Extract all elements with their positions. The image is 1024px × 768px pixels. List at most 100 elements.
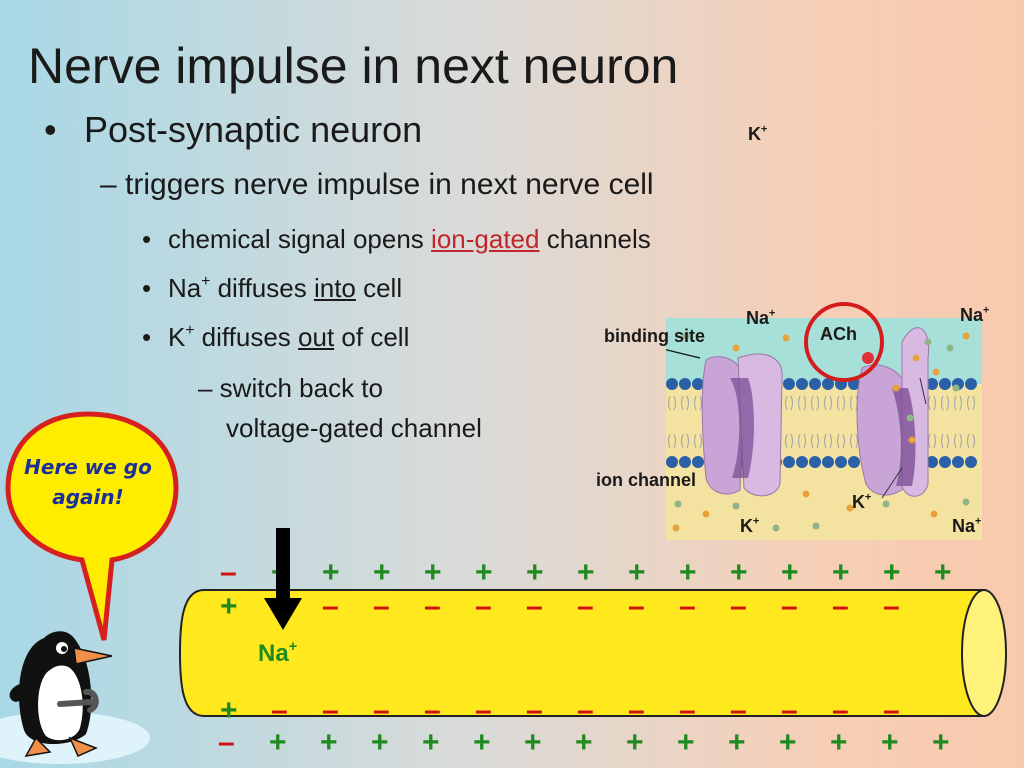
axon-end-cap [961, 589, 1007, 717]
ion-particles [672, 328, 970, 532]
minus-charge: – [322, 694, 339, 727]
ion-text: K [168, 322, 186, 352]
bullet-marker: • [142, 273, 152, 303]
bullet-switch-back: – switch back to voltage-gated channel [198, 368, 482, 448]
plus-charge: + [881, 726, 899, 759]
plus-charge: + [932, 726, 950, 759]
plus-charge: + [524, 726, 542, 759]
minus-charge: – [883, 590, 900, 623]
bullet-text: Post-synaptic neuron [84, 109, 423, 150]
bullet-marker: • [142, 224, 152, 254]
label-na-low: Na+ [952, 515, 982, 536]
minus-charge: – [475, 694, 492, 727]
plus-charge: + [422, 726, 440, 759]
bullet-chemical-signal: • chemical signal opens ion-gated channel… [142, 222, 651, 256]
plus-charge: + [577, 556, 595, 589]
minus-charge: – [526, 590, 543, 623]
ion-gated-link[interactable]: ion-gated [431, 224, 540, 254]
axon-cylinder [178, 589, 1007, 717]
minus-charge: – [832, 590, 849, 623]
ion-channel-left [701, 353, 783, 497]
plus-charge: + [371, 726, 389, 759]
plus-charge: + [883, 556, 901, 589]
minus-charge: – [577, 694, 594, 727]
highlight-circle [804, 302, 884, 382]
ion-text: Na [168, 273, 202, 303]
bullet-text: diffuses [194, 322, 299, 352]
ion-charge: + [185, 322, 195, 340]
ion-channel-right [856, 327, 930, 497]
minus-charge: – [526, 694, 543, 727]
label-binding-site: binding site [604, 326, 705, 346]
bullet-text: chemical signal opens [168, 224, 432, 254]
minus-charge: – [730, 694, 747, 727]
plus-charge: + [934, 556, 952, 589]
minus-charge: – [883, 694, 900, 727]
minus-charge: – [424, 694, 441, 727]
k-path-arrow [881, 467, 903, 499]
minus-charge: – [271, 694, 288, 727]
plus-charge: + [728, 726, 746, 759]
minus-charge: – [781, 590, 798, 623]
binding-site-pointer [666, 349, 701, 359]
na-influx-arrow [264, 528, 302, 630]
plus-charge: + [269, 726, 287, 759]
plus-charge: + [628, 556, 646, 589]
plus-charge: + [779, 726, 797, 759]
label-k-low: K+ [740, 515, 760, 536]
plus-charge: + [320, 726, 338, 759]
label-k-mid: K+ [852, 491, 872, 512]
underlined-word: into [313, 273, 356, 303]
speech-bubble [5, 411, 179, 641]
mascot-illustration [0, 411, 179, 764]
plus-charge: + [322, 556, 340, 589]
bullet-marker: • [142, 322, 152, 352]
plus-charge: + [781, 556, 799, 589]
bullet-line: voltage-gated channel [226, 413, 482, 443]
plus-charge: + [575, 726, 593, 759]
minus-charge: – [832, 694, 849, 727]
plus-charge: + [424, 556, 442, 589]
label-na-top-left: Na+ [746, 307, 776, 328]
bullet-post-synaptic: • Post-synaptic neuron [44, 108, 422, 152]
bullet-text: cell [355, 273, 403, 303]
minus-charge: – [475, 590, 492, 623]
label-ion-channel: ion channel [596, 470, 697, 490]
minus-charge: – [424, 590, 441, 623]
minus-charge: – [679, 694, 696, 727]
plus-charge: + [373, 556, 391, 589]
minus-charge: – [781, 694, 798, 727]
bullet-text: of cell [334, 322, 410, 352]
speech-bubble-text: Here we go again! [24, 455, 152, 509]
bullet-text: channels [539, 224, 651, 254]
plus-charge: + [832, 556, 850, 589]
bullet-marker: • [44, 109, 57, 150]
plus-charge: + [730, 556, 748, 589]
bullet-text: diffuses [210, 273, 314, 303]
penguin-icon [9, 631, 113, 757]
minus-charge: – [373, 590, 390, 623]
axon-body [178, 589, 985, 717]
minus-charge: – [322, 590, 339, 623]
minus-charge: – [373, 694, 390, 727]
plus-charge: + [220, 694, 238, 727]
underlined-word: out [298, 322, 335, 352]
plus-charge: + [677, 726, 695, 759]
stray-k-label: K+ [748, 123, 768, 144]
bullet-triggers: – triggers nerve impulse in next nerve c… [100, 168, 654, 201]
na-path-arrow [919, 377, 927, 405]
minus-charge: – [220, 556, 237, 589]
minus-charge: – [628, 694, 645, 727]
bullet-na-diffuses: •Na+ diffuses into cell [142, 271, 402, 305]
label-na-top-right: Na+ [960, 304, 990, 325]
minus-charge: – [218, 726, 235, 759]
plus-charge: + [473, 726, 491, 759]
na-influx-label: Na+ [258, 638, 298, 667]
minus-charge: – [577, 590, 594, 623]
minus-charge: – [679, 590, 696, 623]
plus-charge: + [679, 556, 697, 589]
minus-charge: – [730, 590, 747, 623]
slide-title: Nerve impulse in next neuron [28, 38, 679, 94]
minus-charge: – [628, 590, 645, 623]
plus-charge: + [475, 556, 493, 589]
